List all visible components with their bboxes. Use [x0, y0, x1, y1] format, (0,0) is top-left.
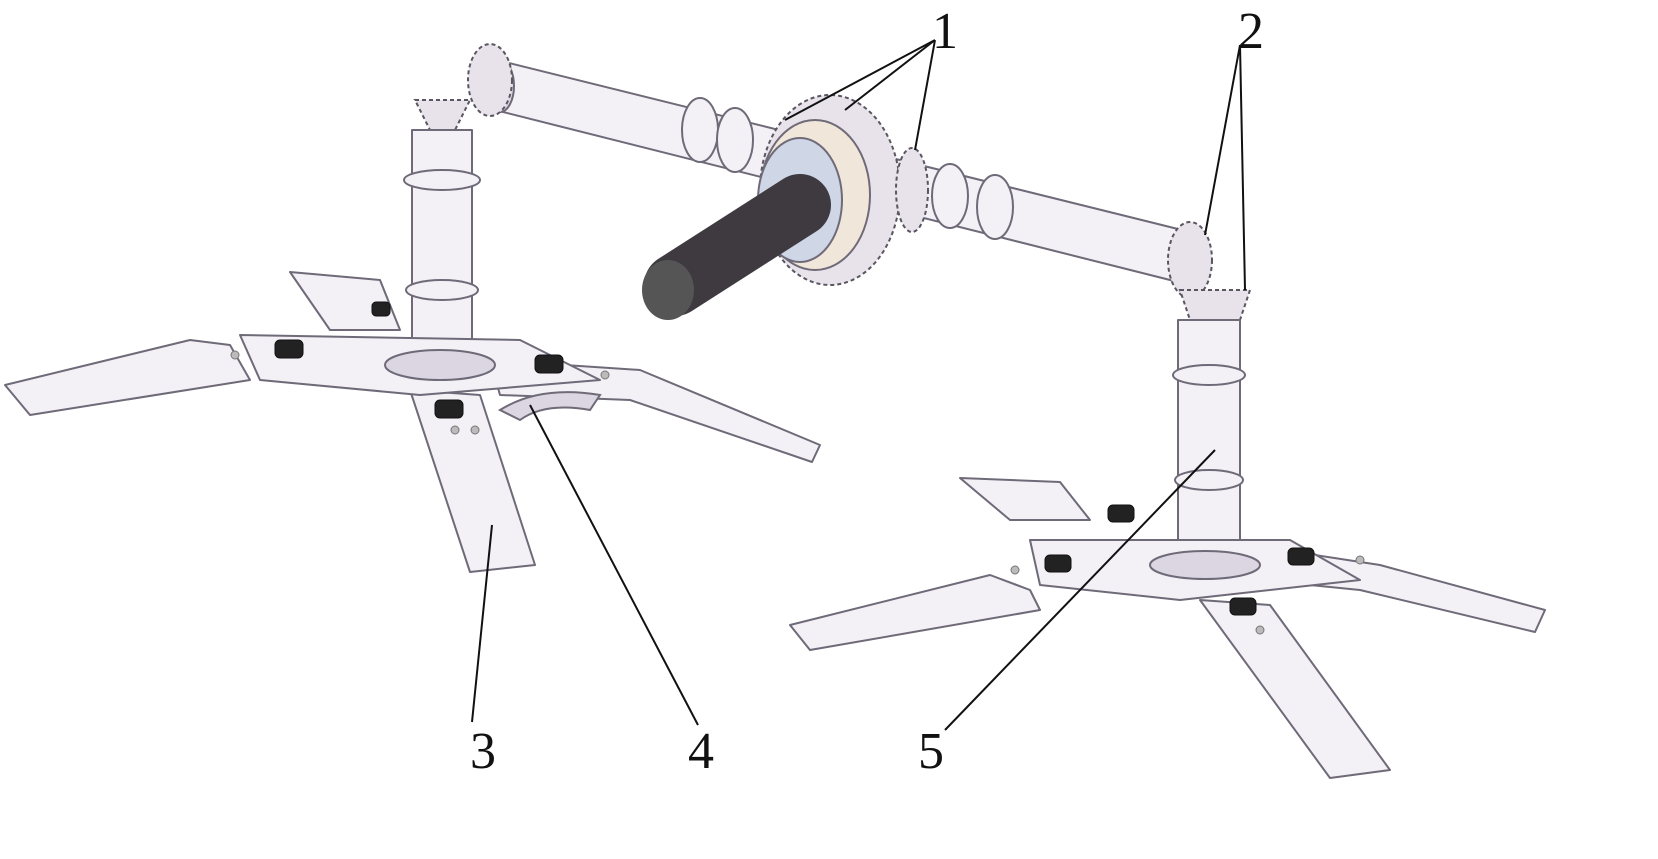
label-5: 5: [918, 723, 944, 780]
label-3: 3: [470, 723, 496, 780]
label-1: 1: [932, 3, 958, 60]
left-vertical-shaft: [403, 43, 513, 381]
right-cutter-head: [789, 477, 1546, 779]
leader-lines: [471, 39, 1246, 731]
label-2: 2: [1238, 3, 1264, 60]
label-4: 4: [688, 723, 714, 780]
left-cutter-head: [4, 271, 821, 573]
right-vertical-shaft: [1167, 221, 1252, 561]
input-shaft: [642, 174, 831, 320]
